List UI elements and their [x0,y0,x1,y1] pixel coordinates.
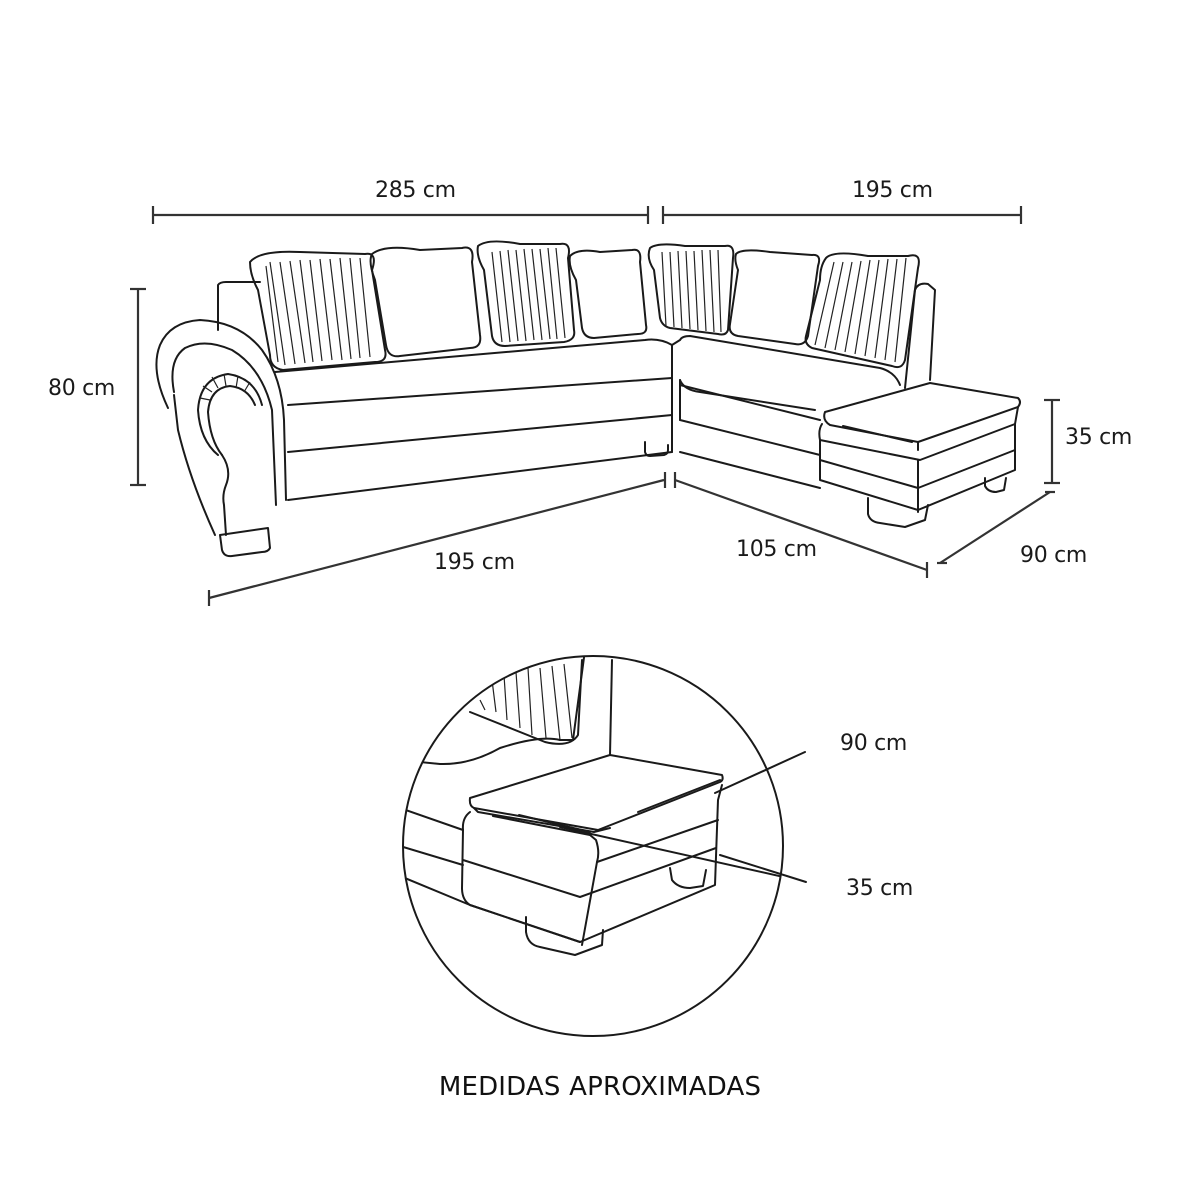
cushion-striped-1 [249,250,387,371]
cushion-striped-2 [476,240,576,347]
dimension-label-top-right: 195 cm [852,178,933,203]
dimension-line-top-left [151,206,650,224]
cushion-striped-3 [647,243,735,336]
dimension-line-height [130,287,146,487]
dimension-label-height: 80 cm [48,376,116,401]
dimension-label-top-left: 285 cm [375,178,456,203]
cushion-plain-3 [728,249,821,346]
detail-label-height: 35 cm [846,876,914,901]
sofa-right-section [671,282,936,489]
dimension-line-ottoman-depth [937,490,1055,565]
dimension-line-top-right [661,206,1023,224]
cushion-striped-4 [804,252,920,369]
sofa-left-section [155,281,673,558]
dimension-label-ottoman-height: 35 cm [1065,425,1133,450]
caption-approximate-measurements: MEDIDAS APROXIMADAS [438,1072,762,1102]
sofa-ottoman [818,382,1021,528]
dimension-line-ottoman-height [1044,398,1060,485]
cushion-plain-1 [369,246,482,358]
dimension-line-front-right [673,472,929,578]
dimension-label-front-right: 105 cm [736,537,817,562]
cushion-plain-2 [568,248,648,339]
dimension-label-front-left: 195 cm [434,550,515,575]
dimension-label-ottoman-depth: 90 cm [1020,543,1088,568]
dimension-line-front-left [207,472,667,606]
detail-label-width: 90 cm [840,731,908,756]
detail-view-circle [402,655,807,1037]
